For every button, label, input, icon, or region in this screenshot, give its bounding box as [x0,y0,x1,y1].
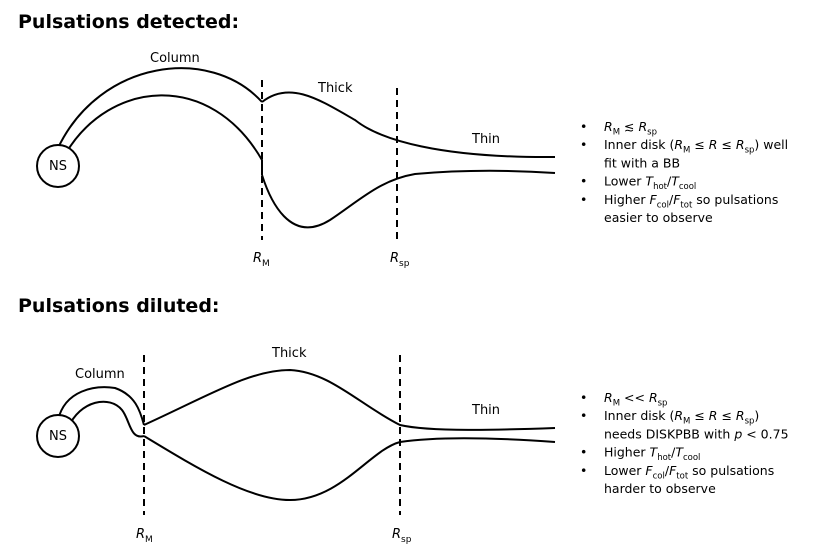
top-column-label: Column [150,51,200,66]
heading-pulsations-diluted: Pulsations diluted: [18,295,220,317]
top-disk-lower [261,169,556,229]
top-bullet-dot: • [580,119,587,134]
bottom-disk-upper [143,368,556,431]
top-column-outer [57,67,263,149]
panel-pulsations-detected: Pulsations detected: NS Column Thick Thi… [18,11,788,269]
bottom-bullet-line-4: Lower Fcol/Ftot so pulsations [604,463,774,482]
top-bullet-line-4: Higher Fcol/Ftot so pulsations [604,192,778,211]
bottom-bullet-line-0: RM << Rsp [604,390,667,409]
top-bullet-line-5: easier to observe [604,210,713,225]
top-bullet-line-0: RM ≲ Rsp [604,119,657,138]
bottom-ns-label: NS [49,429,67,444]
bottom-bullet-list: • RM << Rsp • Inner disk (RM ≤ R ≤ Rsp)need… [580,390,789,496]
bottom-bullet-line-1: Inner disk (RM ≤ R ≤ Rsp) [604,408,759,427]
bottom-column-outer [57,386,145,426]
top-thick-label: Thick [317,81,353,96]
top-ns-label: NS [49,159,67,174]
bottom-neutron-star [36,414,80,458]
bottom-thick-label: Thick [271,346,307,361]
heading-pulsations-detected: Pulsations detected: [18,11,239,33]
panel-pulsations-diluted: Pulsations diluted: NS Column Thick Thin… [18,295,789,545]
bottom-rm-label: RM [136,527,153,545]
top-bullet-list: • RM ≲ Rsp • Inner disk (RM ≤ R ≤ Rsp) well… [580,119,788,225]
bottom-disk-lower [143,435,556,502]
bottom-bullet-dot: • [580,445,587,460]
bottom-bullet-dot: • [580,463,587,478]
top-rsp-label: Rsp [390,251,410,269]
bottom-thin-label: Thin [471,403,500,418]
bottom-column-inner [67,400,145,438]
top-bullet-line-2: fit with a BB [604,155,680,170]
top-neutron-star [36,144,80,188]
top-thin-label: Thin [471,132,500,147]
top-bullet-dot: • [580,192,587,207]
top-bullet-line-3: Lower Thot/Tcool [604,174,696,193]
top-rm-label: RM [253,251,270,269]
top-bullet-line-1: Inner disk (RM ≤ R ≤ Rsp) well [604,137,788,156]
bottom-rsp-label: Rsp [392,527,412,545]
bottom-bullet-line-5: harder to observe [604,481,716,496]
bottom-column-label: Column [75,367,125,382]
top-disk-upper [261,91,556,159]
bottom-bullet-dot: • [580,408,587,423]
top-column-inner [65,94,263,175]
bottom-bullet-line-3: Higher Thot/Tcool [604,445,700,464]
bottom-bullet-dot: • [580,390,587,405]
top-bullet-dot: • [580,174,587,189]
bottom-bullet-line-2: needs DISKPBB with p < 0.75 [604,426,789,441]
top-bullet-dot: • [580,137,587,152]
